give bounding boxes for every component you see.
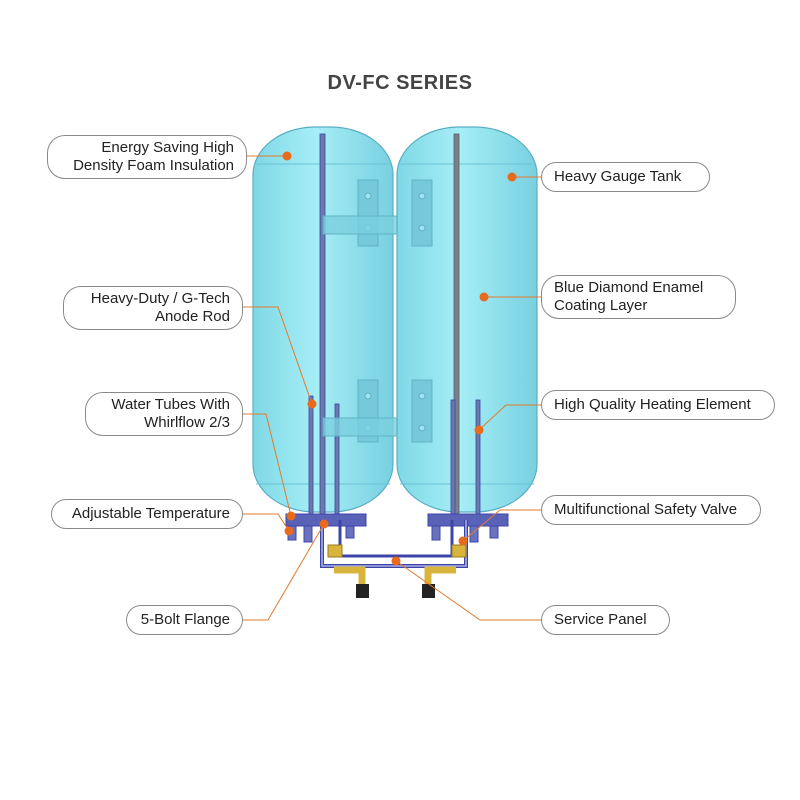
right-tank [396, 126, 538, 543]
callout-anode-line1: Heavy-Duty / G-Tech [90, 290, 230, 307]
callout-water-tubes: Water Tubes With Whirlflow 2/3 [85, 392, 243, 436]
callout-flange-line1: 5-Bolt Flange [140, 611, 230, 628]
callout-tank-line1: Heavy Gauge Tank [554, 168, 682, 185]
dot-flange [319, 519, 329, 529]
callout-foam-line2: Density Foam Insulation [73, 157, 234, 174]
dot-anode [307, 399, 317, 409]
callout-enamel-line2: Coating Layer [554, 297, 648, 314]
callout-dots [282, 151, 517, 566]
dot-foam [282, 151, 292, 161]
callout-panel-line1: Service Panel [554, 611, 647, 628]
callout-heavy-gauge-tank: Heavy Gauge Tank [541, 162, 710, 192]
left-tank [252, 126, 394, 543]
callout-heating-element: High Quality Heating Element [541, 390, 775, 420]
dot-tank [507, 172, 517, 182]
diagram-title: DV-FC SERIES [327, 72, 473, 94]
dot-element [474, 425, 484, 435]
callout-valve-line1: Multifunctional Safety Valve [554, 501, 738, 518]
callout-foam-insulation: Energy Saving High Density Foam Insulati… [47, 135, 247, 179]
callout-anode-rod: Heavy-Duty / G-Tech Anode Rod [63, 286, 243, 330]
connecting-pipes [320, 520, 468, 598]
leader-lines [243, 155, 541, 621]
dot-enamel [479, 292, 489, 302]
dot-tubes [286, 511, 296, 521]
callout-element-line1: High Quality Heating Element [554, 396, 751, 413]
callout-adjust-line1: Adjustable Temperature [71, 505, 230, 522]
dot-panel [391, 556, 401, 566]
callout-tubes-line2: Whirlflow 2/3 [144, 414, 230, 431]
callout-adjustable-temperature: Adjustable Temperature [51, 499, 243, 529]
callout-enamel-line1: Blue Diamond Enamel [554, 279, 704, 296]
callout-anode-line2: Anode Rod [154, 308, 230, 325]
callout-safety-valve: Multifunctional Safety Valve [541, 495, 761, 525]
dot-adjust [284, 526, 294, 536]
callout-service-panel: Service Panel [541, 605, 670, 635]
callout-5-bolt-flange: 5-Bolt Flange [126, 605, 243, 635]
callout-foam-line1: Energy Saving High [101, 139, 234, 156]
dot-valve [458, 536, 468, 546]
callout-enamel-coating: Blue Diamond Enamel Coating Layer [541, 275, 736, 319]
callout-tubes-line1: Water Tubes With [111, 396, 230, 413]
